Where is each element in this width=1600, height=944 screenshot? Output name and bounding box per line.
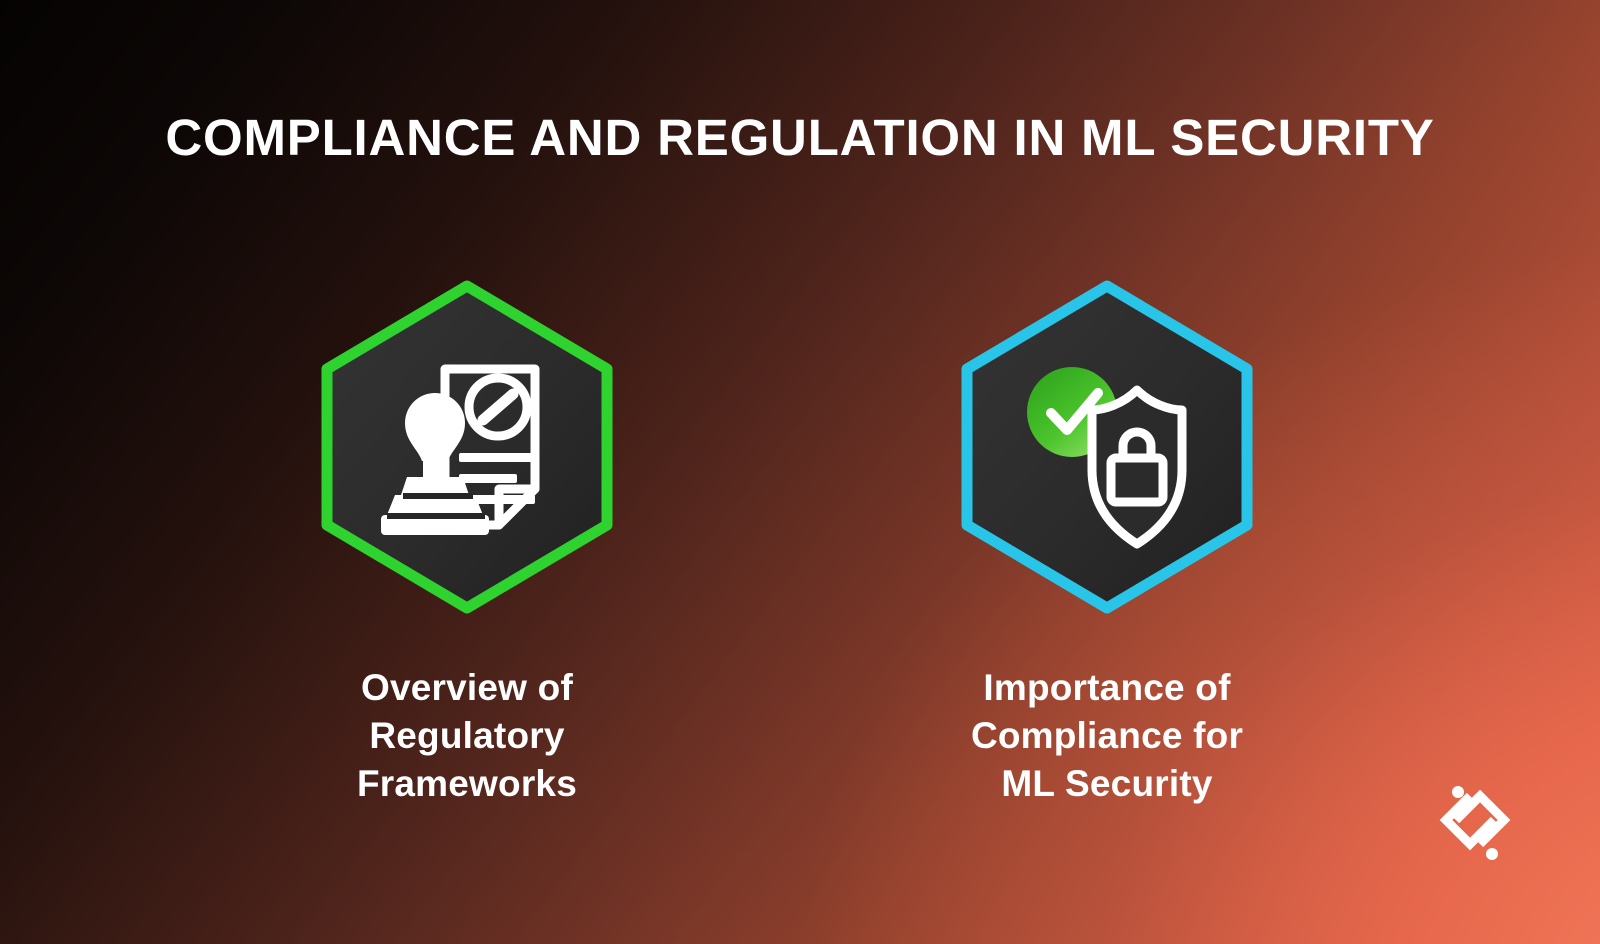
caption-line-1: Overview of	[361, 667, 573, 708]
brand-logo	[1436, 774, 1514, 866]
card-overview-regulatory-frameworks[interactable]: Overview of Regulatory Frameworks	[257, 280, 677, 808]
shield-lock-icon	[1087, 385, 1187, 549]
hexagon-shape	[321, 280, 613, 614]
caption-line-3: ML Security	[1001, 763, 1213, 804]
caption-line-2: Compliance for	[970, 715, 1244, 756]
caption-line-3: Frameworks	[357, 763, 577, 804]
hexagon-badge-cyan	[961, 280, 1253, 614]
stamp-document-icon	[381, 364, 540, 535]
card-caption: Overview of Regulatory Frameworks	[357, 664, 577, 808]
hexagon-badge-green	[321, 280, 613, 614]
caption-line-1: Importance of	[983, 667, 1231, 708]
page-title: COMPLIANCE AND REGULATION IN ML SECURITY	[165, 109, 1435, 166]
caption-line-2: Regulatory	[369, 715, 565, 756]
card-caption: Importance of Compliance for ML Security	[971, 664, 1243, 808]
card-importance-of-compliance[interactable]: Importance of Compliance for ML Security	[897, 280, 1317, 808]
